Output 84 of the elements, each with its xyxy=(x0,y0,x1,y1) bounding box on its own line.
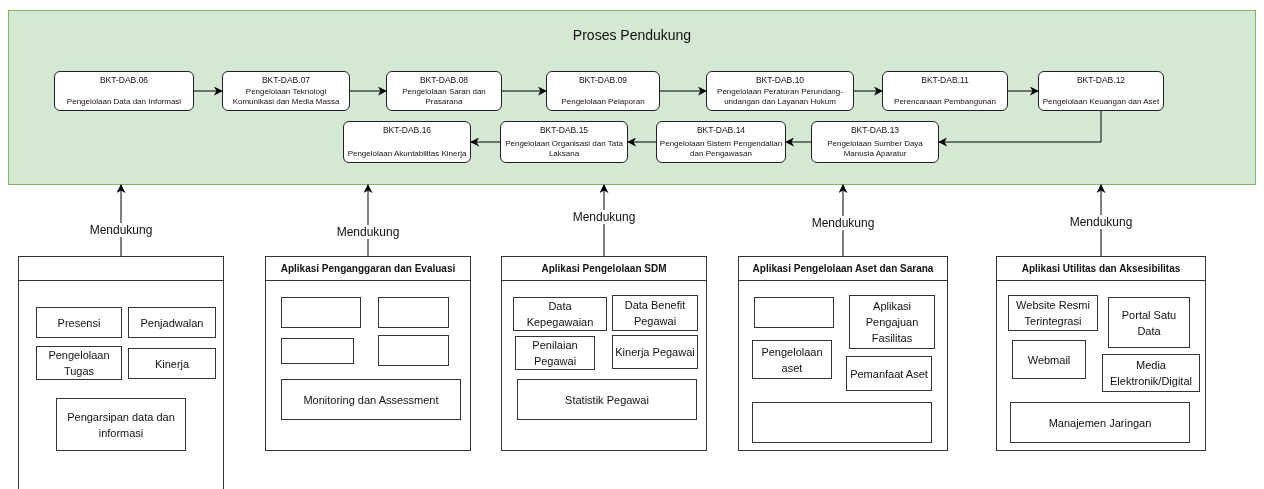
step-code: BKT-DAB.13 xyxy=(850,125,900,135)
arrow xyxy=(627,137,657,147)
step-name: Pengelolaan Peraturan Perundang-undangan dan Layanan Hukum xyxy=(716,87,844,107)
step-code: BKT-DAB.07 xyxy=(261,75,311,85)
module-box: Media Elektronik/Digital xyxy=(1102,354,1200,392)
process-step xyxy=(386,71,502,111)
module-box: Aplikasi Pengajuan Fasilitas xyxy=(849,295,935,349)
module-box: Pengelolaan aset xyxy=(752,340,832,379)
empty-box xyxy=(281,338,354,364)
step-name: Pengelolaan Sumber Daya Manusia Aparatur xyxy=(826,139,924,159)
module-box: Portal Satu Data xyxy=(1108,297,1190,348)
step-code: BKT-DAB.12 xyxy=(1076,75,1126,85)
empty-box xyxy=(752,402,932,443)
step-code: BKT-DAB.16 xyxy=(382,125,432,135)
module-box: Pengelolaan Tugas xyxy=(36,346,122,380)
step-name: Pengelolaan Sistem Pengendalian dan Pengawasan xyxy=(659,139,783,159)
step-code: BKT-DAB.15 xyxy=(539,125,589,135)
panel-title: Aplikasi Utilitas dan Aksesibilitas xyxy=(1021,263,1181,274)
module-box: Manajemen Jaringan xyxy=(1010,402,1190,443)
module-box: Statistik Pegawai xyxy=(517,379,697,420)
arrow xyxy=(470,137,501,147)
module-box: Penjadwalan xyxy=(128,307,216,338)
empty-box xyxy=(754,297,834,328)
step-code: BKT-DAB.11 xyxy=(921,75,969,85)
step-name: Pengelolaan Data dan Informasi xyxy=(66,97,182,107)
process-step xyxy=(706,71,854,111)
application-panel xyxy=(501,256,707,451)
step-name: Pengelolaan Keuangan dan Aset xyxy=(1042,97,1160,107)
step-name: Pengelolaan Organisasi dan Tata Laksana xyxy=(504,139,624,159)
arrow xyxy=(659,86,707,96)
module-box: Presensi xyxy=(36,307,122,338)
step-name: Pengelolaan Saran dan Prasarana xyxy=(401,87,487,107)
step-code: BKT-DAB.09 xyxy=(578,75,628,85)
process-area xyxy=(8,10,1256,185)
process-step xyxy=(500,121,628,163)
edge-label: Mendukung xyxy=(87,223,155,237)
step-code: BKT-DAB.08 xyxy=(419,75,469,85)
module-box: Monitoring dan Assessment xyxy=(281,379,461,420)
application-panel xyxy=(738,256,948,451)
edge-label: Mendukung xyxy=(1067,215,1135,229)
step-name: Pengelolaan Pelaporan xyxy=(561,97,645,107)
process-step xyxy=(222,71,350,111)
module-box: Pemanfaat Aset xyxy=(846,356,932,391)
process-step xyxy=(811,121,939,163)
arrow xyxy=(193,86,223,96)
process-step xyxy=(546,71,660,111)
panel-title: Aplikasi Penganggaran dan Evaluasi xyxy=(280,263,456,274)
step-name: Pengelolaan Teknologi Komunikasi dan Media Massa xyxy=(231,87,341,107)
step-code: BKT-DAB.10 xyxy=(755,75,805,85)
module-box: Pengarsipan data dan informasi xyxy=(56,398,186,451)
step-name: Pengelolaan Akuntabilitas Kinerja xyxy=(347,149,467,159)
module-box: Kinerja Pegawai xyxy=(612,335,698,369)
process-step xyxy=(656,121,786,163)
empty-box xyxy=(378,335,449,366)
arrow xyxy=(349,86,387,96)
arrow xyxy=(785,137,812,147)
edge-label: Mendukung xyxy=(570,210,638,224)
process-step xyxy=(1038,71,1164,111)
arrow xyxy=(938,110,1102,147)
empty-box xyxy=(281,297,361,328)
edge-label: Mendukung xyxy=(809,216,877,230)
step-name: Perencanaan Pembangunan xyxy=(894,97,996,107)
process-step xyxy=(882,71,1008,111)
module-box: Penilaian Pegawai xyxy=(515,336,595,370)
application-panel xyxy=(18,256,224,489)
application-panel xyxy=(996,256,1206,451)
module-box: Kinerja xyxy=(128,348,216,379)
empty-box xyxy=(378,297,449,328)
application-panel xyxy=(265,256,471,451)
panel-title: Aplikasi Pengelolaan SDM xyxy=(541,263,667,274)
panel-title: Aplikasi Pengelolaan Aset dan Sarana xyxy=(752,263,934,274)
process-step xyxy=(343,121,471,163)
arrow xyxy=(1007,86,1039,96)
module-box: Website Resmi Terintegrasi xyxy=(1008,295,1098,331)
arrow xyxy=(501,86,547,96)
step-code: BKT-DAB.06 xyxy=(99,75,149,85)
edge-label: Mendukung xyxy=(334,225,402,239)
module-box: Webmail xyxy=(1012,340,1086,379)
area-title: Proses Pendukung xyxy=(571,27,693,43)
module-box: Data Benefit Pegawai xyxy=(612,295,698,331)
step-code: BKT-DAB.14 xyxy=(696,125,746,135)
process-step xyxy=(54,71,194,111)
arrow xyxy=(853,86,883,96)
module-box: Data Kepegawaian xyxy=(513,297,607,331)
